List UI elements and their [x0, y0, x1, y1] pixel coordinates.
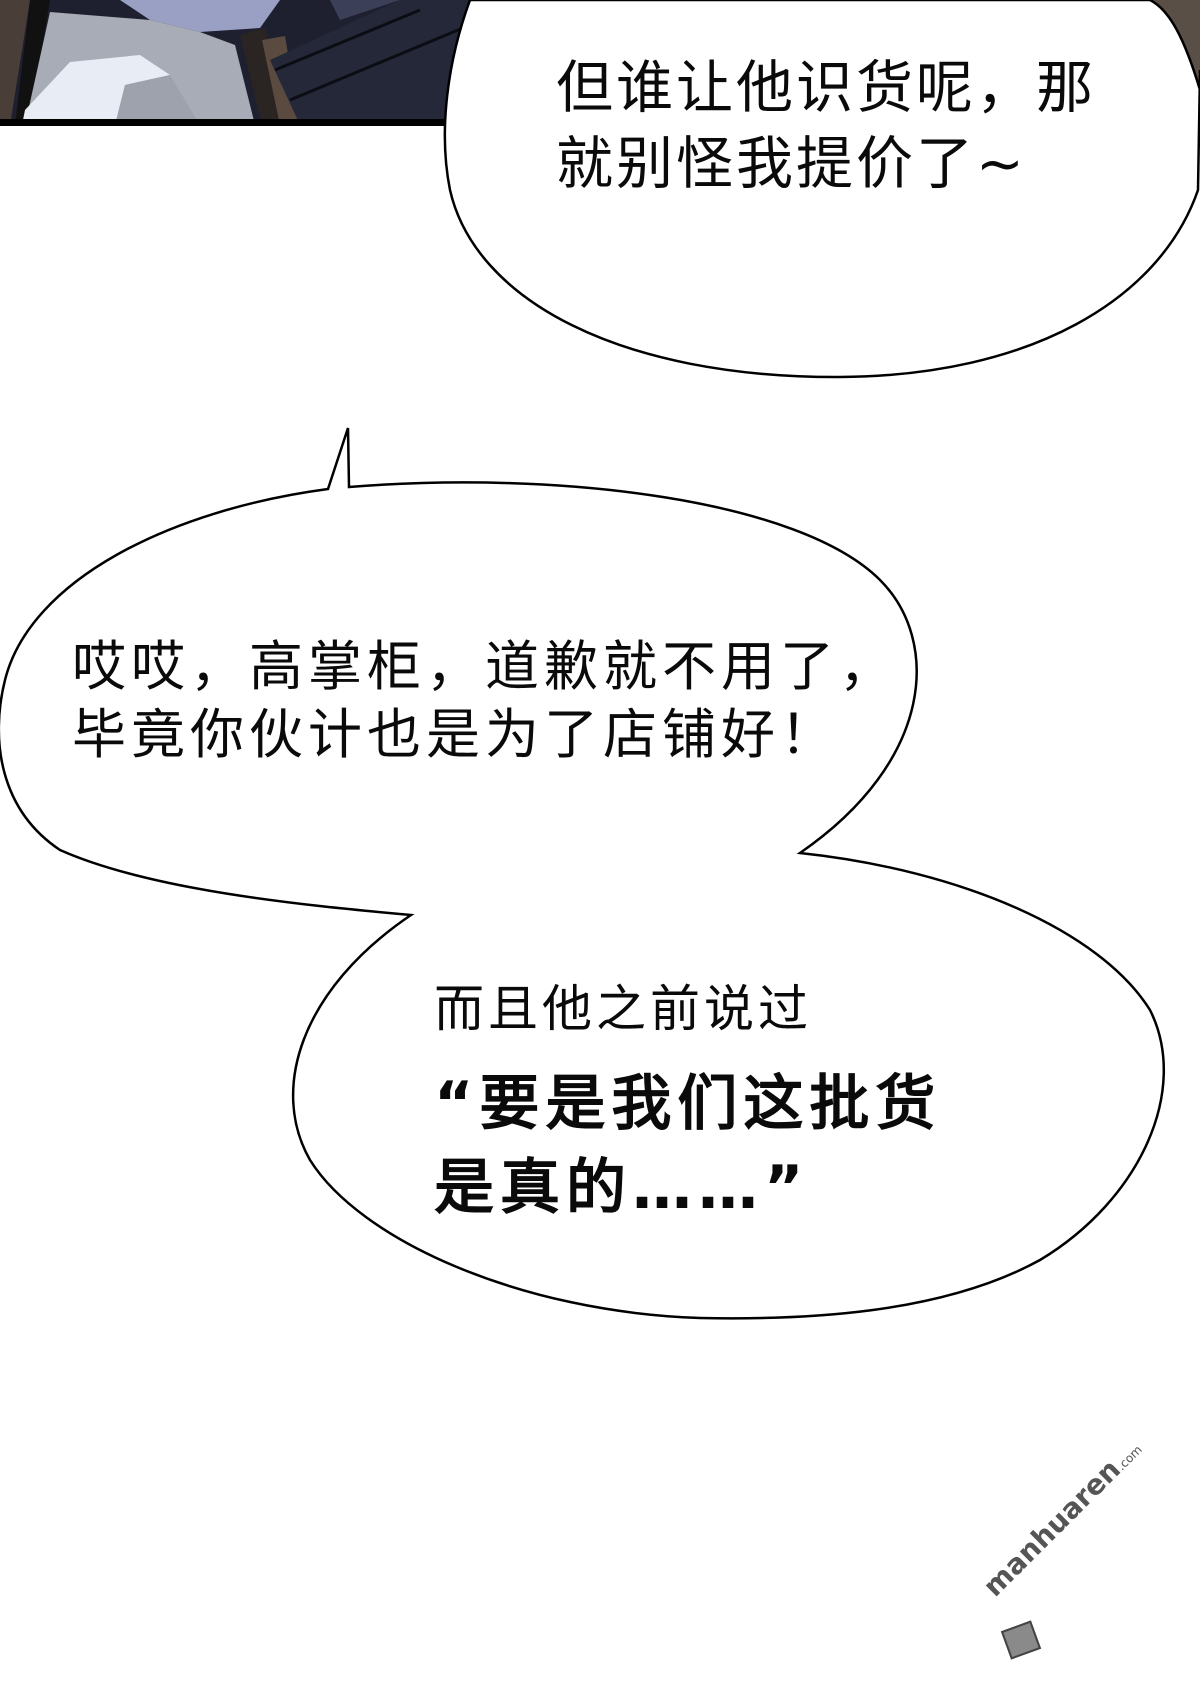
- bubble-2-line-2: 毕竟你伙计也是为了店铺好！: [72, 703, 839, 766]
- bubble-1-line-1: 但谁让他识货呢，那: [556, 55, 1096, 121]
- art-panel: [0, 0, 471, 126]
- bubble-2-line-1: 哎哎，高掌柜，道歉就不用了，: [72, 635, 898, 698]
- bubble-3-line-3: 是真的……”: [434, 1153, 810, 1223]
- bubble-1-line-2: 就别怪我提价了~: [556, 131, 1027, 197]
- bubble-2-outline: [0, 427, 1165, 1320]
- bubble-3-line-2: “要是我们这批货: [434, 1069, 942, 1139]
- bubble-3-line-1: 而且他之前说过: [434, 980, 812, 1038]
